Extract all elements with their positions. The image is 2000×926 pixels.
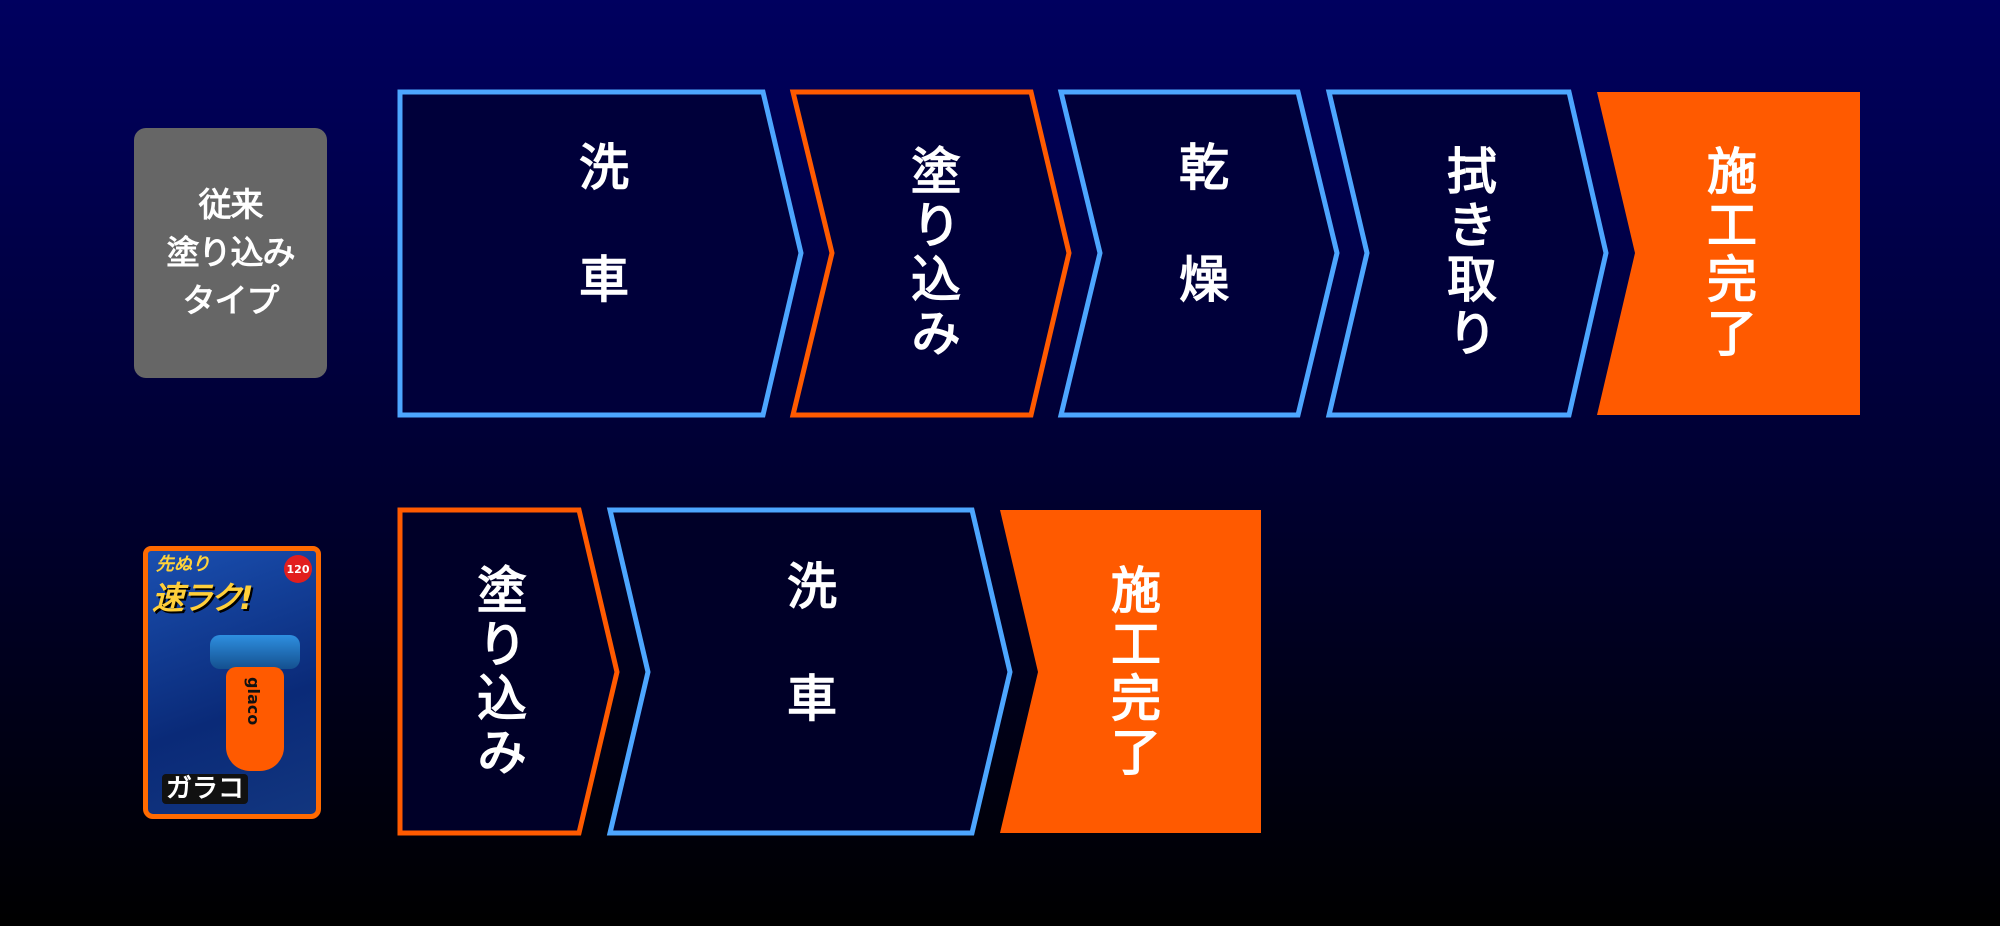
product-volume-badge: 120 xyxy=(284,555,312,583)
product-headline: 速ラク! xyxy=(152,579,254,617)
row1-step-apply-label: 塗り込み xyxy=(903,145,961,361)
legacy-line: 従来 xyxy=(198,185,264,224)
row1-step-wipe-arrow xyxy=(1325,89,1609,418)
row2-step-apply-arrow xyxy=(397,507,620,836)
product-package-image: 先ぬり 120 速ラク! glaco ガラコ xyxy=(143,546,321,819)
product-headline-small: 先ぬり xyxy=(156,554,210,575)
row2-step-apply-label: 塗り込み xyxy=(469,564,527,780)
row2-step-done-arrow xyxy=(1000,510,1261,833)
row1-step-done-label: 施工完了 xyxy=(1699,145,1757,361)
row1-step-wash-label: 洗車 xyxy=(571,141,629,365)
row2-step-wash-label: 洗車 xyxy=(779,560,837,784)
row1-step-apply-arrow xyxy=(789,89,1072,418)
legacy-line: タイプ xyxy=(182,281,280,320)
row1-step-done-arrow xyxy=(1597,92,1860,415)
row1-step-wash-arrow xyxy=(397,89,804,418)
legacy-type-label: 従来 塗り込み タイプ xyxy=(134,128,327,378)
product-brand: glaco xyxy=(244,677,263,726)
bottle-cap xyxy=(210,635,300,669)
row1-step-wipe-label: 拭き取り xyxy=(1439,145,1497,361)
product-name: ガラコ xyxy=(162,774,249,804)
row1-step-dry-label: 乾燥 xyxy=(1171,141,1229,365)
legacy-line: 塗り込み xyxy=(166,233,296,272)
row2-step-done-label: 施工完了 xyxy=(1103,564,1161,780)
bottle-body xyxy=(226,667,284,771)
row1-step-dry-arrow xyxy=(1057,89,1340,418)
row2-step-wash-arrow xyxy=(606,507,1013,836)
